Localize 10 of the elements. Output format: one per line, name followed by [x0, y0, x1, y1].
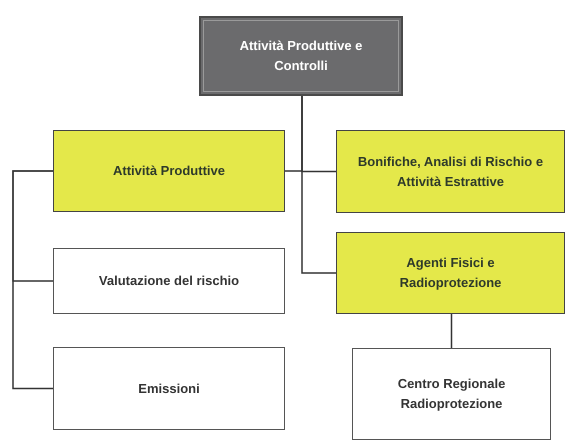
connector-line: [301, 96, 336, 274]
office-box: Valutazione del rischio: [53, 248, 285, 314]
unit-box: Agenti Fisici e Radioprotezione: [336, 232, 565, 314]
unit-box: Attività Produttive: [53, 130, 285, 212]
office-box: Centro Regionale Radioprotezione: [352, 348, 551, 440]
unit-box: Bonifiche, Analisi di Rischio e Attività Estrattive: [336, 130, 565, 213]
department-box: Attività Produttive e Controlli: [199, 16, 403, 96]
connector-line: [12, 170, 53, 390]
office-box: Emissioni: [53, 347, 285, 430]
connector-line: [450, 314, 452, 348]
